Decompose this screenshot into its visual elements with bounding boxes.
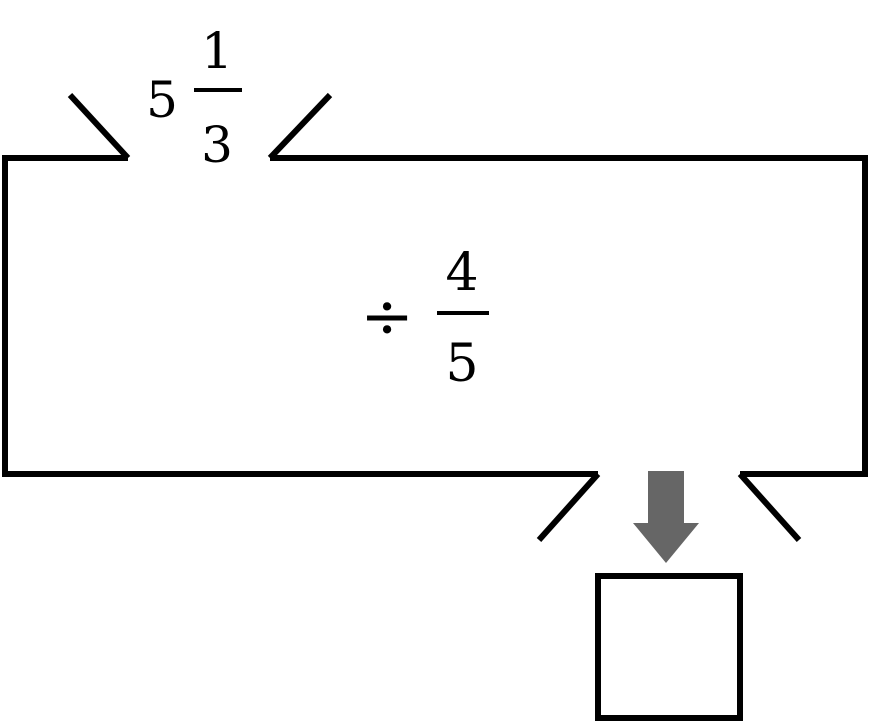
output-funnel-left xyxy=(536,472,601,542)
down-arrow-icon xyxy=(633,471,699,563)
division-symbol: ÷ xyxy=(360,280,414,354)
input-numerator: 1 xyxy=(201,22,233,80)
input-funnel-left xyxy=(67,92,131,161)
operation-denominator: 5 xyxy=(445,334,478,394)
output-answer-box[interactable] xyxy=(595,573,743,721)
operation-expression: ÷ 4 5 xyxy=(360,243,489,394)
input-mixed-number: 5 1 3 xyxy=(146,22,242,174)
output-funnel-right xyxy=(737,472,802,542)
input-funnel-right xyxy=(267,92,333,161)
input-whole: 5 xyxy=(146,71,178,129)
operation-numerator: 4 xyxy=(445,243,478,303)
machine-body xyxy=(2,155,868,477)
input-denominator: 3 xyxy=(201,116,233,174)
